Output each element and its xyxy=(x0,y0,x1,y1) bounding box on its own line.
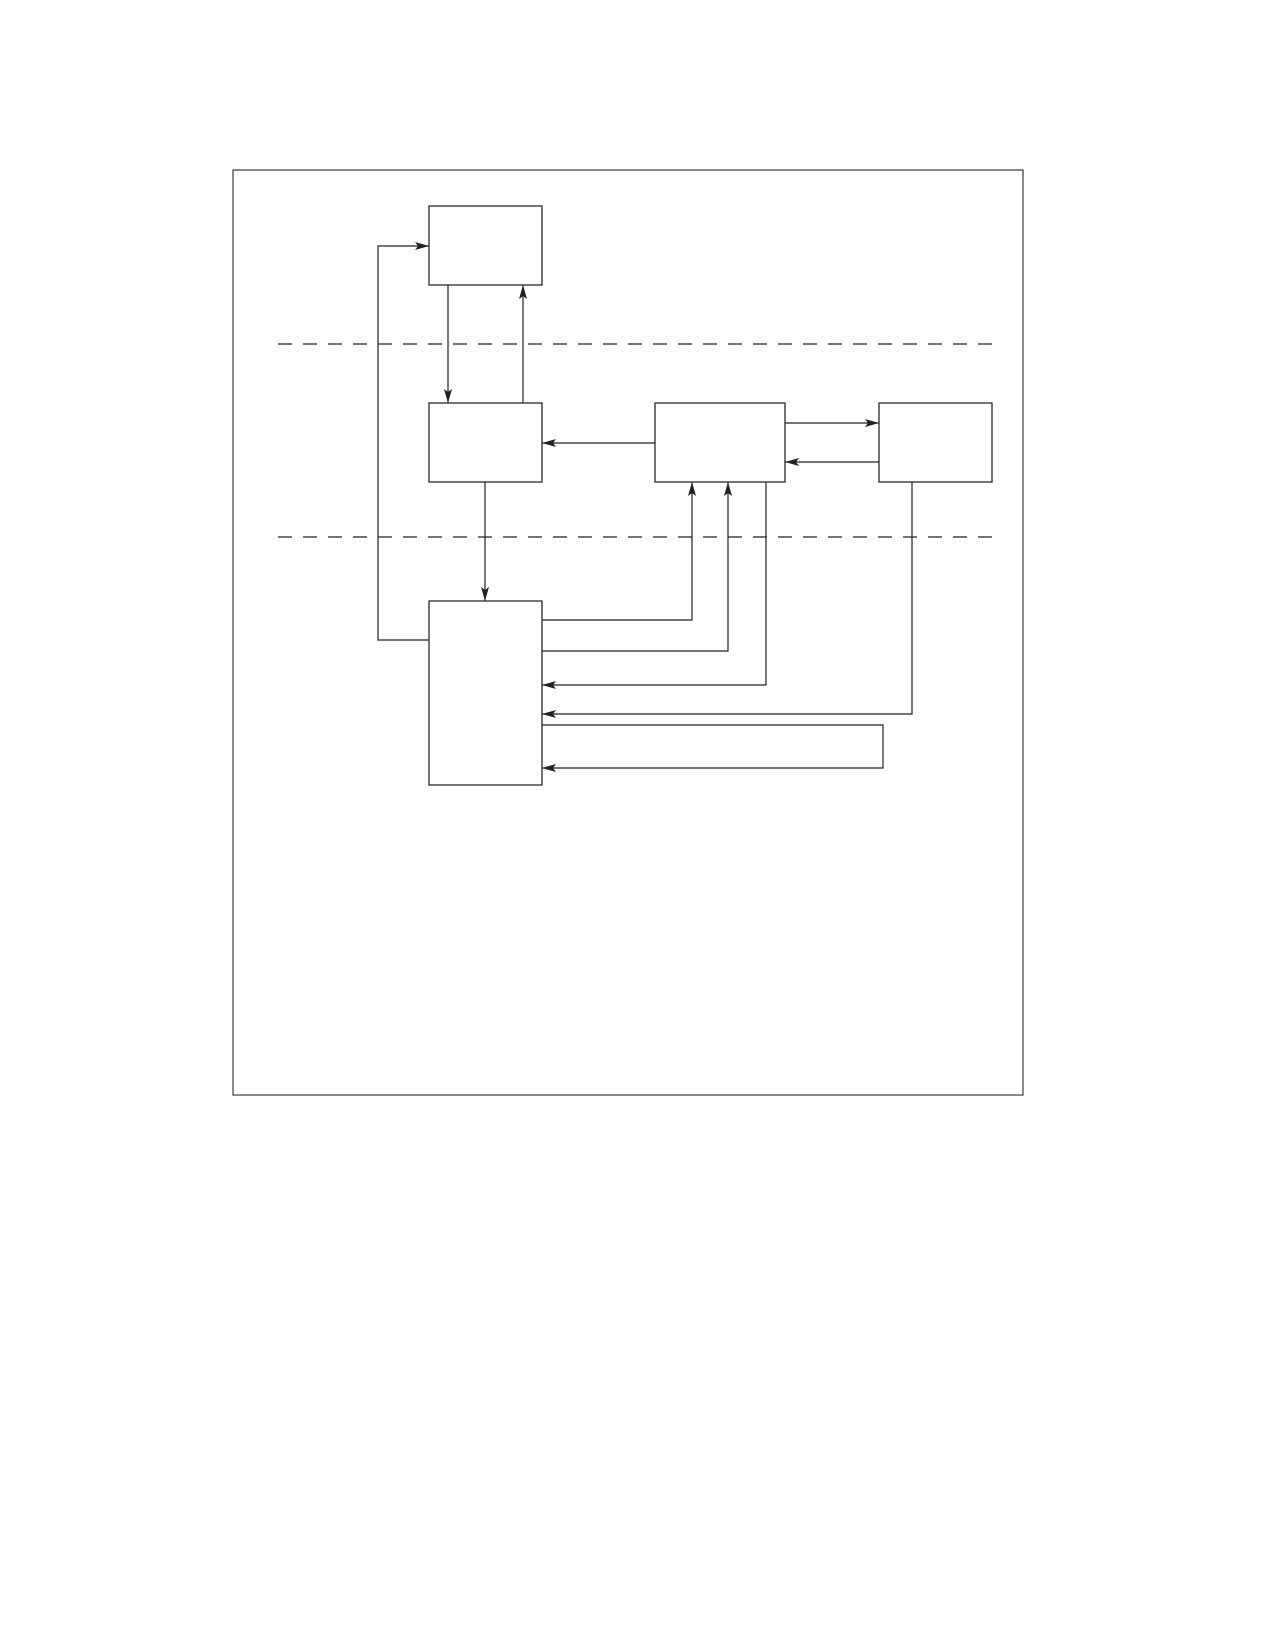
box-top xyxy=(428,205,543,286)
arrow-bottom-loop-to-top xyxy=(377,242,429,641)
box-middle-center xyxy=(654,402,786,483)
arrow-bottom-self-loop xyxy=(542,724,884,772)
arrow-center-to-bottom xyxy=(542,482,767,689)
arrow-bottom-to-center-b xyxy=(542,482,732,652)
arrow-bottom-to-center-a xyxy=(542,482,696,621)
box-middle-left xyxy=(428,402,543,483)
arrow-right-to-bottom xyxy=(542,482,913,718)
box-bottom xyxy=(428,600,543,786)
figure-frame xyxy=(232,169,1024,1096)
box-middle-right xyxy=(878,402,993,483)
